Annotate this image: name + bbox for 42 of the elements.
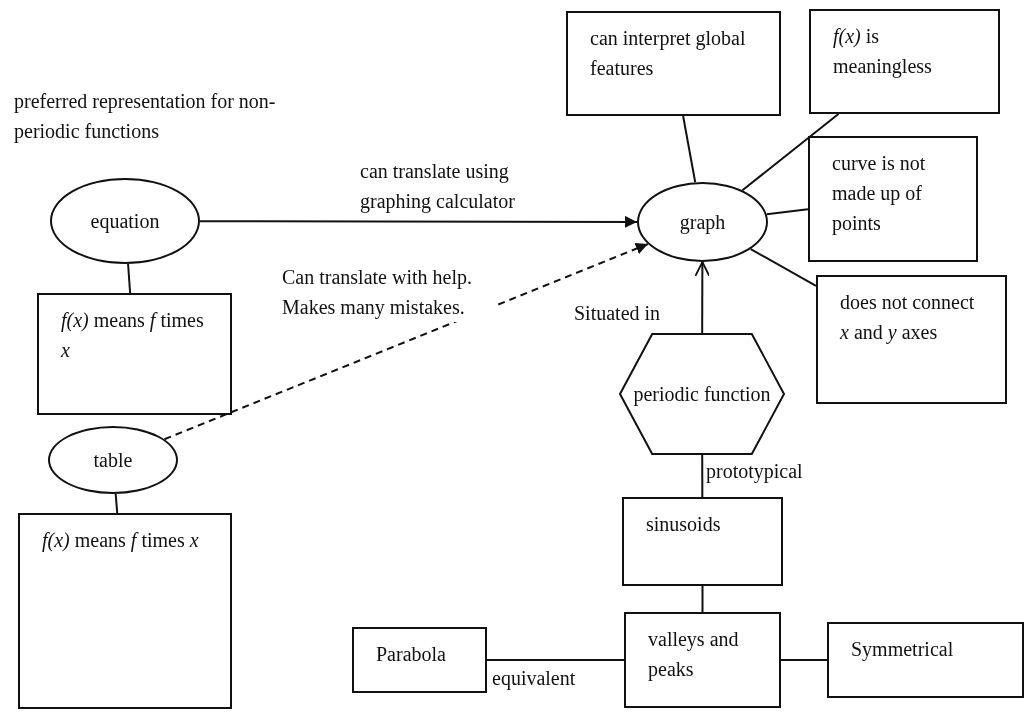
node-text: graph xyxy=(679,210,726,236)
node-text: table xyxy=(93,448,133,473)
concept-box xyxy=(622,497,783,586)
connector-line xyxy=(765,208,809,216)
connector-line xyxy=(682,115,697,184)
dashed-arrow xyxy=(163,243,649,441)
concept-box xyxy=(352,627,487,693)
connector-line xyxy=(114,492,119,514)
arrow xyxy=(199,215,638,228)
concept-ellipse xyxy=(50,178,200,264)
node-text: periodic function xyxy=(633,382,771,408)
connector-line xyxy=(127,262,132,294)
node-text: equation xyxy=(90,209,160,235)
node-text: f(x) is meaningless xyxy=(833,24,933,80)
node-text: f(x) means f times x xyxy=(42,528,199,554)
node-text: Symmetrical xyxy=(851,637,954,663)
concept-box xyxy=(827,622,1024,698)
connector-line xyxy=(701,454,704,498)
node-text: sinusoids xyxy=(646,512,721,537)
node-text: can interpret global features xyxy=(590,26,747,81)
arrow xyxy=(694,261,711,334)
concept-box xyxy=(808,136,978,262)
concept-box xyxy=(816,275,1007,404)
node-text: Parabola xyxy=(376,642,446,667)
connector-line xyxy=(780,659,828,661)
node-text: f(x) means f times x xyxy=(61,308,205,363)
connector-line xyxy=(701,585,704,613)
node-text: curve is not made up of points xyxy=(832,151,927,237)
concept-ellipse xyxy=(637,182,768,262)
annotation-text: preferred representation for non-periodic functions xyxy=(14,89,277,145)
concept-box xyxy=(37,293,232,415)
concept-box xyxy=(624,612,781,708)
concept-box xyxy=(566,11,781,116)
connector-line xyxy=(749,248,817,287)
concept-box xyxy=(809,9,1000,114)
node-text: valleys and peaks xyxy=(648,627,740,683)
concept-hexagon xyxy=(619,333,785,455)
concept-ellipse xyxy=(48,426,178,494)
connector-line xyxy=(741,113,840,192)
concept-box xyxy=(18,513,232,709)
node-text: does not connect x and y axes xyxy=(840,290,976,346)
connector-line xyxy=(486,659,625,661)
